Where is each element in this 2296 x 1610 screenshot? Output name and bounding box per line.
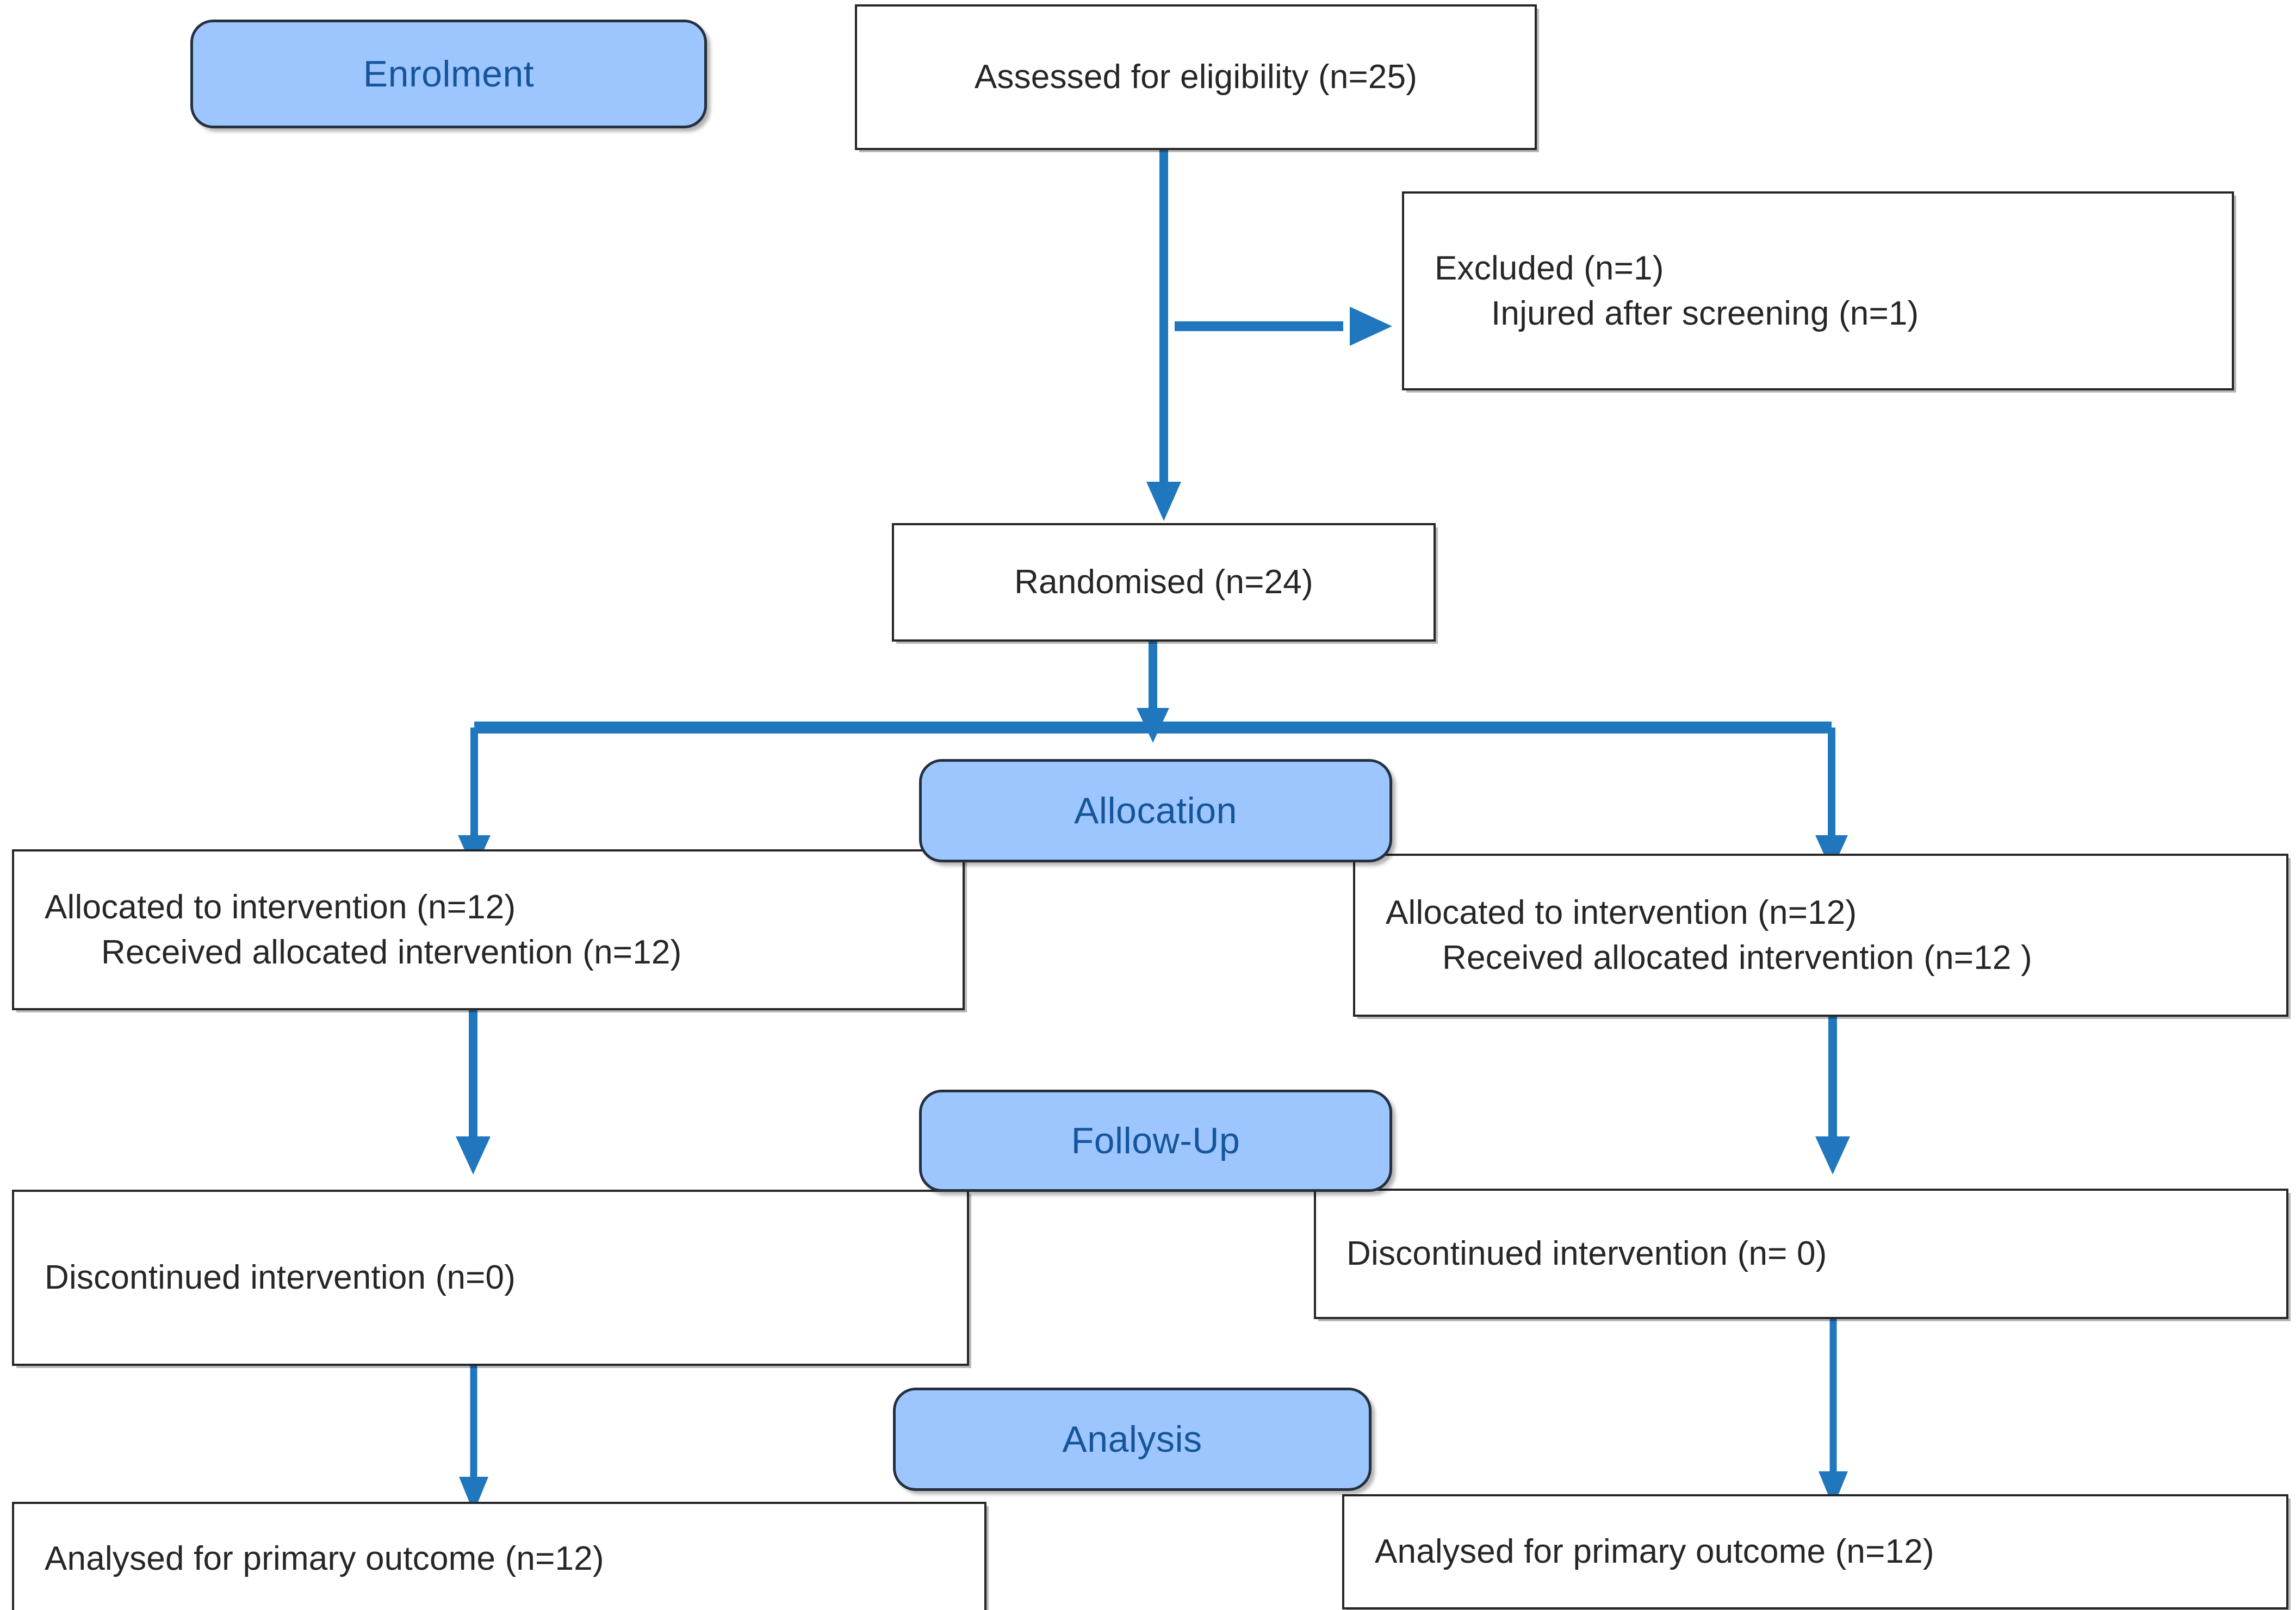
followup-right-line-1: Discontinued intervention (n= 0) bbox=[1346, 1235, 1827, 1273]
connector-randomised-split bbox=[446, 636, 1860, 881]
connector-followup-left-to-analysis-left bbox=[455, 1354, 493, 1517]
stage-badge-allocation-label: Allocation bbox=[1074, 790, 1237, 831]
followup-left-line-1: Discontinued intervention (n=0) bbox=[45, 1259, 516, 1297]
connector-allocated-left-to-followup-left bbox=[451, 1000, 495, 1180]
box-randomised: Randomised (n=24) bbox=[892, 523, 1436, 642]
stage-badge-allocation: Allocation bbox=[919, 759, 1392, 862]
stage-badge-enrolment-label: Enrolment bbox=[363, 53, 535, 95]
box-analysis-right: Analysed for primary outcome (n=12) bbox=[1342, 1494, 2288, 1609]
box-allocated-left: Allocated to intervention (n=12) Receive… bbox=[12, 849, 965, 1010]
connector-allocated-right-to-followup-right bbox=[1811, 1000, 1854, 1180]
stage-badge-follow-up: Follow-Up bbox=[919, 1090, 1392, 1192]
connector-to-excluded-box bbox=[1175, 294, 1403, 359]
excluded-line-2: Injured after screening (n=1) bbox=[1491, 295, 1919, 332]
randomised-line-1: Randomised (n=24) bbox=[1014, 563, 1313, 601]
connector-assessed-to-randomised bbox=[1142, 146, 1186, 526]
connector-followup-right-to-analysis-right bbox=[1814, 1305, 1852, 1512]
allocated-right-line-1: Allocated to intervention (n=12) bbox=[1386, 893, 1857, 931]
box-allocated-right: Allocated to intervention (n=12) Receive… bbox=[1353, 854, 2288, 1017]
box-followup-right: Discontinued intervention (n= 0) bbox=[1314, 1189, 2288, 1319]
box-followup-left: Discontinued intervention (n=0) bbox=[12, 1190, 969, 1366]
analysis-right-line-1: Analysed for primary outcome (n=12) bbox=[1375, 1533, 1934, 1571]
box-analysis-left: Analysed for primary outcome (n=12) bbox=[12, 1502, 986, 1610]
assessed-line-1: Assessed for eligibility (n=25) bbox=[974, 58, 1418, 96]
analysis-left-line-1: Analysed for primary outcome (n=12) bbox=[45, 1540, 604, 1578]
box-excluded: Excluded (n=1) Injured after screening (… bbox=[1402, 191, 2234, 390]
stage-badge-analysis: Analysis bbox=[893, 1388, 1372, 1491]
allocated-right-line-2: Received allocated intervention (n=12 ) bbox=[1442, 939, 2032, 977]
box-assessed-for-eligibility: Assessed for eligibility (n=25) bbox=[855, 4, 1537, 150]
stage-badge-follow-up-label: Follow-Up bbox=[1071, 1120, 1240, 1161]
excluded-line-1: Excluded (n=1) bbox=[1435, 249, 1664, 287]
allocated-left-line-2: Received allocated intervention (n=12) bbox=[101, 934, 682, 971]
allocated-left-line-1: Allocated to intervention (n=12) bbox=[45, 888, 516, 926]
stage-badge-enrolment: Enrolment bbox=[190, 20, 707, 128]
stage-badge-analysis-label: Analysis bbox=[1062, 1419, 1202, 1460]
